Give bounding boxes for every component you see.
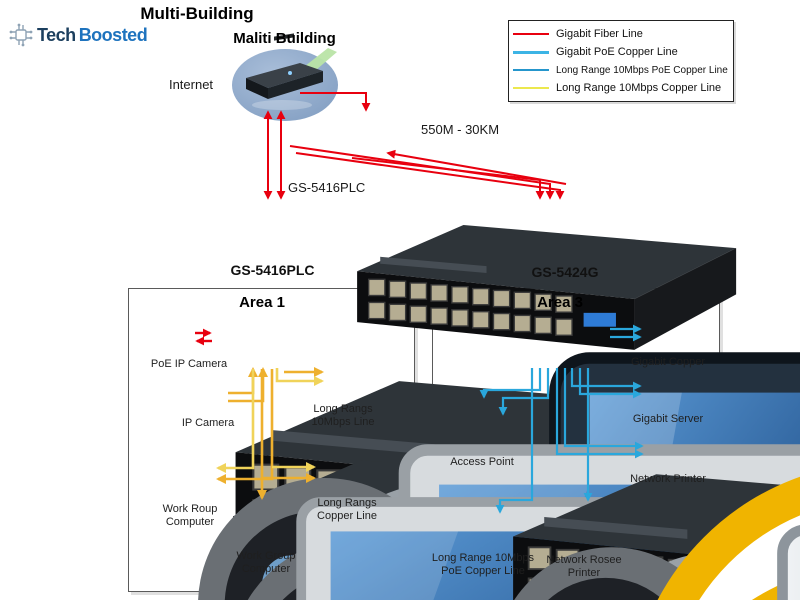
- rosee-printer-icon: [782, 529, 800, 600]
- ip-camera-label: IP Camera: [181, 417, 235, 429]
- building-label: Maliti Building: [233, 30, 336, 47]
- work-roup-computer-label: Work Roup Computer: [162, 503, 218, 529]
- poe-copper-line-swatch: [513, 51, 549, 54]
- logo-text-secondary: Boosted: [78, 24, 148, 45]
- access-point-label: Access Point: [450, 456, 514, 468]
- switch-left-label: GS-5416PLC: [230, 262, 315, 278]
- legend-label: Gigabit PoE Copper Line: [556, 46, 678, 59]
- work-group-computer-label: Work Group Computer: [236, 550, 296, 576]
- copper-line-label: Long Rangs Copper Line: [317, 497, 377, 523]
- internet-label: Internet: [168, 77, 214, 92]
- logo-text-primary: Tech: [37, 24, 76, 45]
- area3-panel: [432, 288, 720, 592]
- legend-label: Gigabit Fiber Line: [556, 28, 643, 41]
- legend-item-poe-copper: Gigabit PoE Copper Line: [513, 46, 729, 58]
- long-range-line-label: Long Rangs 10Mbps Line: [311, 403, 375, 429]
- rosee-printer-label: Network Rosee Printer: [546, 554, 622, 580]
- switch-right-label: GS-5424G: [531, 264, 599, 280]
- uplink-label: GS-5416PLC: [288, 180, 366, 195]
- area1-panel: [128, 288, 415, 592]
- circuit-icon: [9, 23, 33, 47]
- legend-box: Gigabit Fiber Line Gigabit PoE Copper Li…: [508, 20, 734, 102]
- area1-title: Area 1: [239, 294, 285, 311]
- longrange-poe-line-swatch: [513, 68, 549, 72]
- gigabit-copper-label: Gigabit Copper: [631, 356, 705, 368]
- page-title: Multi-Building: [140, 4, 254, 23]
- fiber-line-swatch: [513, 32, 549, 36]
- poe-ip-camera-label: PoE IP Camera: [150, 358, 228, 370]
- network-printer-label: Network Printer: [630, 473, 706, 485]
- distance-label: 550M - 30KM: [421, 122, 500, 137]
- long-range-poe-label: Long Range 10Mbps PoE Copper Line: [431, 552, 535, 578]
- longrange-copper-line-swatch: [513, 86, 549, 90]
- legend-item-longrange-poe: Long Range 10Mbps PoE Copper Line: [513, 65, 729, 76]
- legend-label: Long Range 10Mbps PoE Copper Line: [556, 64, 728, 76]
- gigabit-server-label: Gigabit Server: [632, 413, 704, 425]
- legend-item-fiber: Gigabit Fiber Line: [513, 28, 729, 40]
- legend-label: Long Range 10Mbps Copper Line: [556, 81, 722, 94]
- area3-title: Area 3: [537, 294, 583, 311]
- legend-item-longrange-copper: Long Range 10Mbps Copper Line: [513, 82, 729, 94]
